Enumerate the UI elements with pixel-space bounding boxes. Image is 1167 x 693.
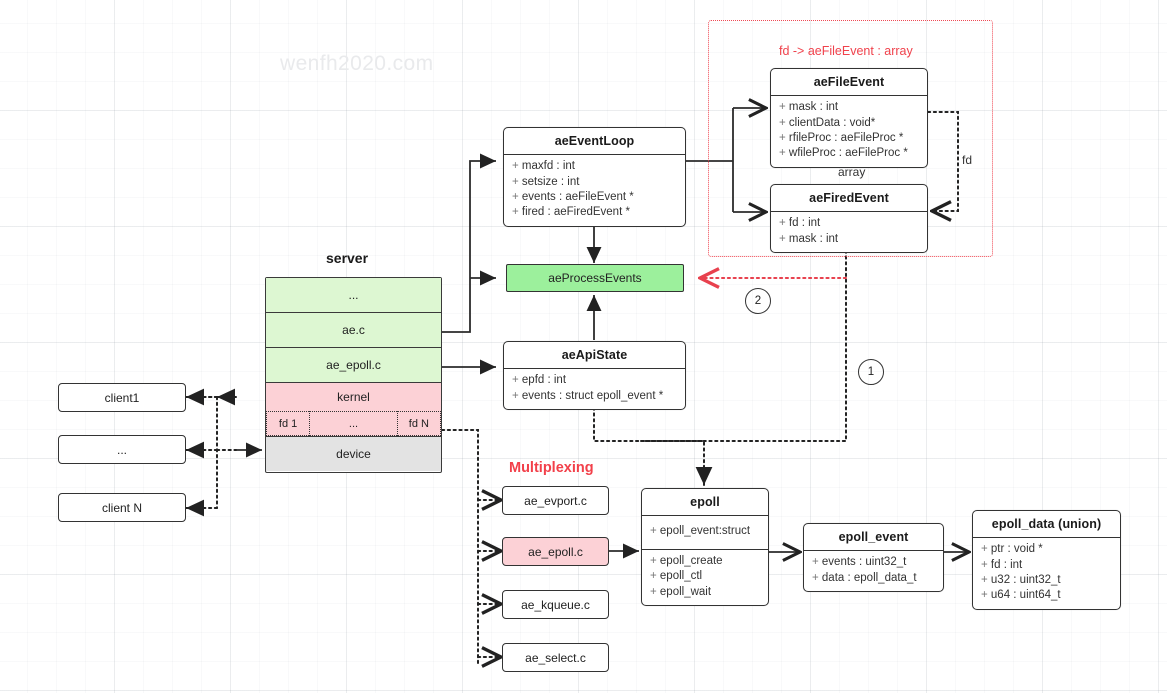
- attr-row: + epoll_wait: [650, 585, 712, 598]
- class-title: aeFileEvent: [813, 75, 885, 89]
- class-title: epoll: [690, 495, 720, 509]
- node-client-n[interactable]: client N: [58, 493, 186, 522]
- marker-one: 1: [858, 359, 884, 385]
- array-label: array: [838, 165, 866, 179]
- node-ae-epoll-c[interactable]: ae_epoll.c: [502, 537, 609, 566]
- divider: [504, 368, 685, 370]
- node-ae-select-c[interactable]: ae_select.c: [502, 643, 609, 672]
- class-title: aeApiState: [561, 348, 628, 362]
- node-client-ellipsis[interactable]: ...: [58, 435, 186, 464]
- class-title: aeFiredEvent: [809, 191, 889, 205]
- divider: [804, 550, 943, 552]
- attr-row: + u32 : uint32_t: [981, 573, 1061, 586]
- attr-row: + ptr : void *: [981, 543, 1043, 556]
- attr-row: + rfileProc : aeFileProc *: [779, 131, 904, 144]
- attr-row: + fired : aeFiredEvent *: [512, 206, 630, 219]
- attribute-list: + mask : int + clientData : void* + rfil…: [771, 96, 927, 166]
- server-title: server: [326, 250, 369, 266]
- server-row-ae-epoll-c[interactable]: ae_epoll.c: [266, 348, 441, 383]
- node-ae-kqueue-c[interactable]: ae_kqueue.c: [502, 590, 609, 619]
- node-ae-evport-c[interactable]: ae_evport.c: [502, 486, 609, 515]
- attr-row: + epoll_ctl: [650, 570, 703, 583]
- attr-row: + fd : int: [779, 217, 821, 230]
- attr-row: + setsize : int: [512, 175, 580, 188]
- divider: [973, 537, 1120, 539]
- server-row-kernel[interactable]: kernel: [266, 383, 441, 411]
- class-epoll[interactable]: epoll + epoll_event:struct + epoll_creat…: [641, 488, 769, 606]
- attr-row: + u64 : uint64_t: [981, 589, 1061, 602]
- divider: [771, 211, 927, 213]
- fd-cell-first[interactable]: fd 1: [266, 411, 310, 436]
- attr-row: + epoll_event:struct: [650, 525, 751, 538]
- watermark: wenfh2020.com: [280, 52, 434, 75]
- class-title: aeEventLoop: [554, 134, 635, 148]
- fd-row: fd 1 ... fd N: [266, 411, 441, 437]
- attr-row: + events : aeFileEvent *: [512, 190, 634, 203]
- attr-row: + epfd : int: [512, 374, 567, 387]
- divider: [504, 154, 685, 156]
- struct-attribute-list: + epoll_event:struct: [642, 516, 768, 548]
- function-list: + epoll_create + epoll_ctl + epoll_wait: [642, 550, 768, 605]
- class-ae-fired-event[interactable]: aeFiredEvent + fd : int + mask : int: [770, 184, 928, 253]
- divider: [771, 95, 927, 97]
- class-epoll-data-union[interactable]: epoll_data (union) + ptr : void * + fd :…: [972, 510, 1121, 610]
- server-row-device[interactable]: device: [266, 437, 441, 471]
- class-ae-api-state[interactable]: aeApiState + epfd : int + events : struc…: [503, 341, 686, 410]
- fd-label: fd: [962, 153, 973, 167]
- attr-row: + mask : int: [779, 232, 839, 245]
- server-row-ae-c[interactable]: ae.c: [266, 313, 441, 348]
- attr-row: + mask : int: [779, 101, 839, 114]
- fd-file-event-region: [708, 20, 993, 257]
- multiplexing-title: Multiplexing: [509, 460, 594, 476]
- class-title: epoll_event: [838, 530, 909, 544]
- divider: [642, 515, 768, 517]
- attr-row: + events : struct epoll_event *: [512, 389, 664, 402]
- attr-row: + data : epoll_data_t: [812, 571, 917, 584]
- attr-row: + wfileProc : aeFileProc *: [779, 147, 908, 160]
- class-ae-file-event[interactable]: aeFileEvent + mask : int + clientData : …: [770, 68, 928, 168]
- attr-row: + events : uint32_t: [812, 556, 907, 569]
- class-ae-event-loop[interactable]: aeEventLoop + maxfd : int + setsize : in…: [503, 127, 686, 227]
- divider: [642, 548, 768, 551]
- attribute-list: + ptr : void * + fd : int + u32 : uint32…: [973, 538, 1120, 608]
- attr-row: + clientData : void*: [779, 116, 876, 129]
- node-client-1[interactable]: client1: [58, 383, 186, 412]
- fd-cell-middle[interactable]: ...: [309, 411, 397, 436]
- attr-row: + maxfd : int: [512, 160, 575, 173]
- class-title: epoll_data (union): [991, 517, 1102, 531]
- attribute-list: + epfd : int + events : struct epoll_eve…: [504, 369, 685, 409]
- attribute-list: + events : uint32_t + data : epoll_data_…: [804, 551, 943, 591]
- fd-array-note: fd -> aeFileEvent : array: [779, 44, 913, 58]
- server-row-ellipsis[interactable]: ...: [266, 278, 441, 313]
- attr-row: + epoll_create: [650, 555, 723, 568]
- fd-cell-last[interactable]: fd N: [396, 411, 441, 436]
- attribute-list: + maxfd : int + setsize : int + events :…: [504, 155, 685, 225]
- attr-row: + fd : int: [981, 558, 1023, 571]
- class-epoll-event[interactable]: epoll_event + events : uint32_t + data :…: [803, 523, 944, 592]
- node-ae-process-events[interactable]: aeProcessEvents: [506, 264, 684, 292]
- attribute-list: + fd : int + mask : int: [771, 212, 927, 252]
- server-stack: ... ae.c ae_epoll.c kernel fd 1 ... fd N…: [265, 277, 442, 473]
- marker-two: 2: [745, 288, 771, 314]
